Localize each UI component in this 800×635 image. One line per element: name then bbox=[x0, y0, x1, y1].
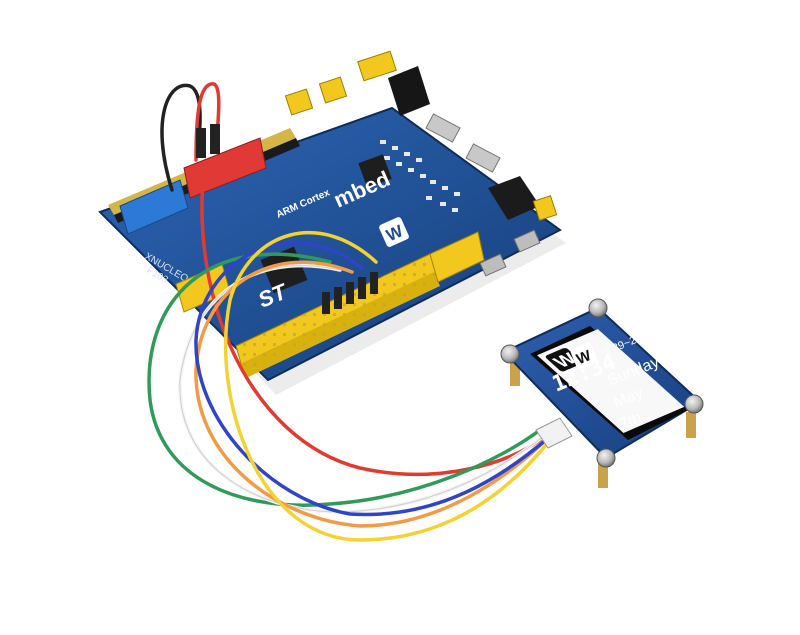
screw-bottom-right bbox=[684, 394, 704, 414]
smd-components bbox=[380, 140, 460, 212]
screen-logo-overlay: W bbox=[570, 342, 598, 370]
wire-orange bbox=[194, 260, 548, 528]
reset-button bbox=[513, 229, 541, 253]
oled-connector bbox=[535, 417, 573, 449]
wire-green bbox=[147, 252, 542, 507]
screw-top-right bbox=[588, 298, 608, 318]
wire-blue bbox=[194, 241, 550, 517]
board-pcb bbox=[98, 106, 562, 382]
weather-icon: ☼ bbox=[600, 343, 614, 358]
jumper-2 bbox=[318, 76, 348, 104]
jumper-1 bbox=[284, 88, 314, 116]
blue-header bbox=[119, 179, 189, 235]
waveshare-logo-board: W bbox=[379, 217, 409, 247]
usb-port-1 bbox=[425, 113, 461, 143]
wire-yellow bbox=[223, 231, 552, 542]
jumper-3 bbox=[357, 50, 397, 82]
jumper-wires bbox=[147, 82, 552, 542]
stm32-chip bbox=[260, 246, 308, 294]
screw-bottom-left bbox=[596, 448, 616, 468]
yellow-arduino-headers bbox=[175, 231, 485, 378]
dc-power-jack bbox=[388, 66, 430, 116]
stm32-dev-board: mbed ARM Cortex XNUCLEO F103 ST W bbox=[98, 50, 566, 395]
mcu-chip bbox=[358, 154, 392, 188]
wire-black-top bbox=[160, 83, 202, 192]
screw-top-left bbox=[500, 344, 520, 364]
wire-red bbox=[200, 168, 542, 476]
wire-red-top bbox=[194, 82, 221, 162]
jtag-header bbox=[488, 176, 540, 220]
jumper-4 bbox=[532, 195, 558, 221]
user-button bbox=[479, 253, 507, 277]
usb-port-2 bbox=[465, 143, 501, 173]
